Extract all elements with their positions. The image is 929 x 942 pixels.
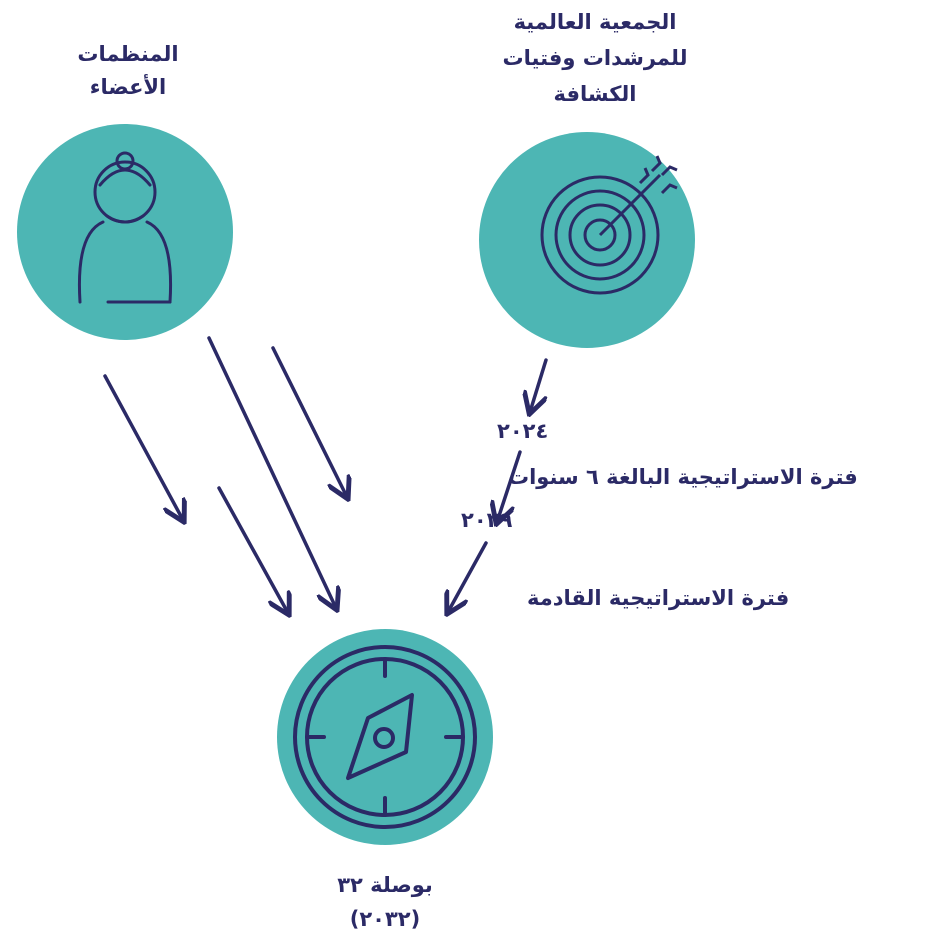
arrow-members-2 [207, 336, 336, 608]
strategy-period-label: فترة الاستراتيجية البالغة ٦ سنوات [508, 465, 858, 489]
arrow-2029-to-compass [448, 541, 488, 612]
compass-icon [293, 645, 477, 829]
members-label-line1: المنظمات [77, 42, 179, 66]
person-icon [77, 151, 173, 304]
arrow-2024-to-2029 [497, 450, 522, 522]
next-period-label: فترة الاستراتيجية القادمة [527, 586, 790, 610]
compass-label-line1: بوصلة ٣٢ [337, 873, 433, 897]
compass-label-line2: (٢٠٣٢) [349, 907, 421, 931]
wagggs-label-line2: للمرشدات وفتيات [502, 46, 688, 70]
arrow-members-1 [103, 374, 183, 520]
members-label-line2: الأعضاء [89, 75, 167, 99]
compass-label: بوصلة ٣٢ (٢٠٣٢) [300, 868, 470, 936]
wagggs-label: الجمعية العالمية للمرشدات وفتيات الكشافة [480, 4, 710, 112]
wagggs-label-line3: الكشافة [553, 82, 637, 106]
compass-node [277, 629, 493, 845]
wagggs-node [479, 132, 695, 348]
wagggs-label-line1: الجمعية العالمية [513, 10, 677, 34]
year-start: ٢٠٢٤ [497, 419, 549, 443]
members-label: المنظمات الأعضاء [48, 38, 208, 104]
arrow-members-3 [271, 346, 347, 497]
arrow-members-4 [217, 486, 288, 613]
members-node [17, 124, 233, 340]
arrows [103, 336, 548, 613]
target-icon [540, 155, 678, 295]
arrow-wagggs-to-2024 [530, 358, 548, 412]
year-end: ٢٠٢٩ [461, 508, 513, 532]
